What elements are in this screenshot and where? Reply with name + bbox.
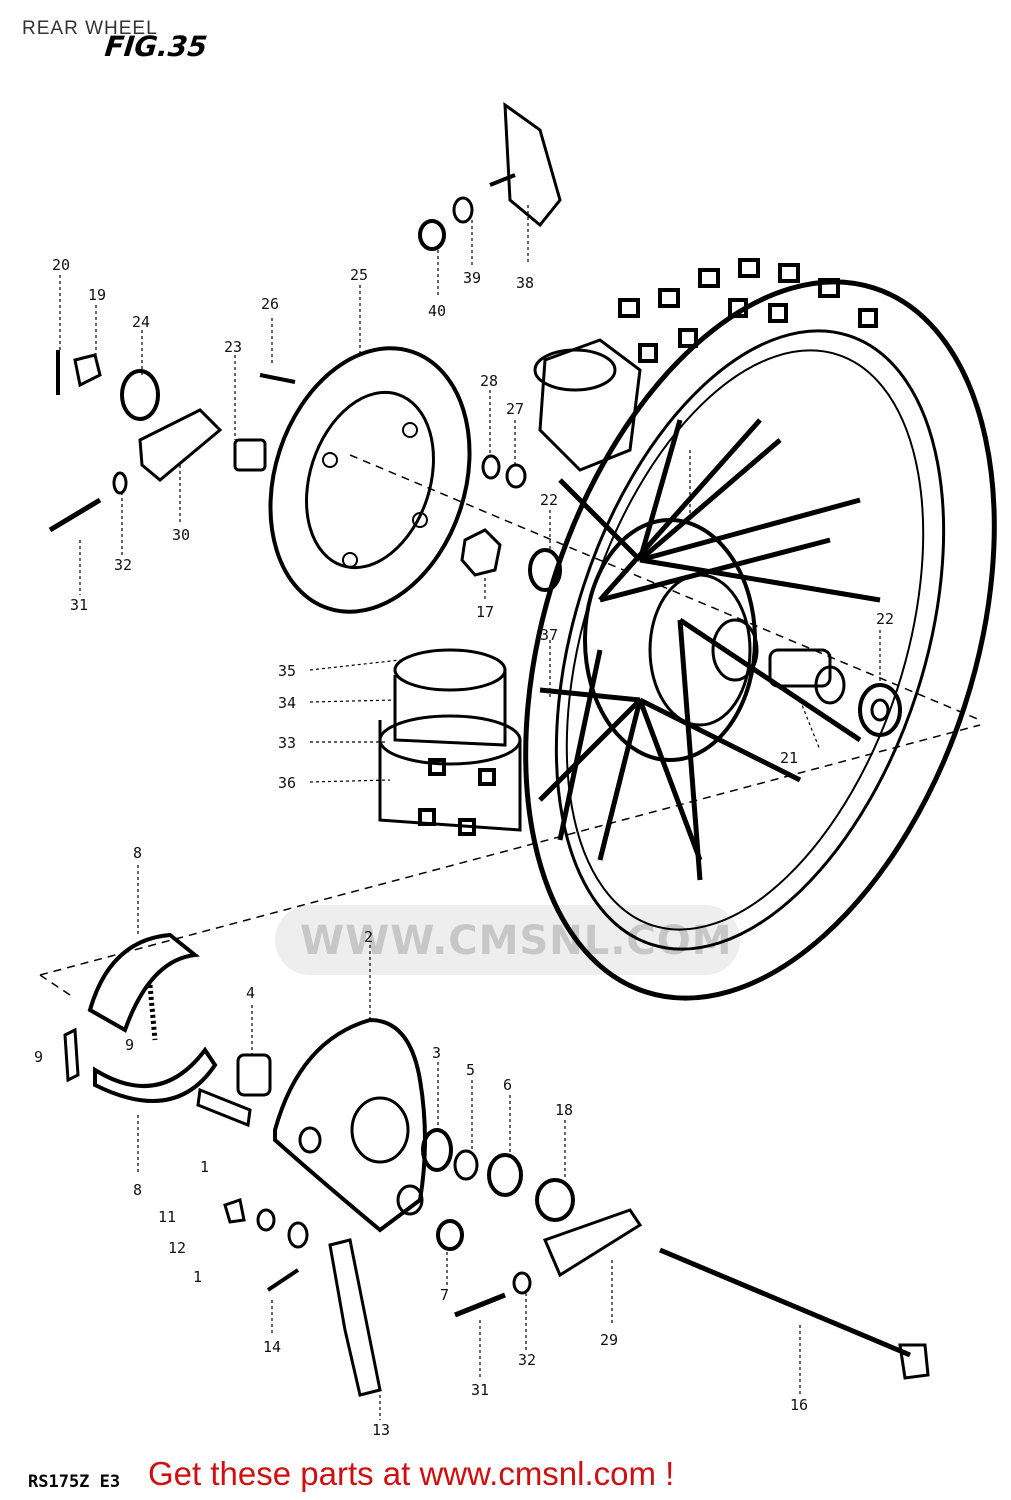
callout-32-top: 32 bbox=[114, 556, 132, 574]
callout-23: 23 bbox=[224, 338, 242, 356]
callout-30: 30 bbox=[172, 526, 190, 544]
callout-14: 14 bbox=[263, 1338, 281, 1356]
axis-lines bbox=[39, 454, 981, 996]
callout-40: 40 bbox=[428, 302, 446, 320]
callout-33: 33 bbox=[278, 734, 296, 752]
bearing-left bbox=[528, 548, 562, 592]
tire bbox=[418, 258, 997, 1001]
callout-16: 16 bbox=[790, 1396, 808, 1414]
model-code: RS175Z E3 bbox=[28, 1472, 121, 1492]
callout-29: 29 bbox=[600, 1331, 618, 1349]
callout-1-bottom: 1 bbox=[193, 1268, 202, 1286]
callout-19: 19 bbox=[88, 286, 106, 304]
callout-34: 34 bbox=[278, 694, 296, 712]
chain-guard bbox=[503, 101, 562, 228]
callout-26: 26 bbox=[261, 295, 279, 313]
leader-lines bbox=[59, 205, 881, 1420]
callout-32-bottom: 32 bbox=[518, 1351, 536, 1369]
callout-22-left: 22 bbox=[540, 491, 558, 509]
callout-35: 35 bbox=[278, 662, 296, 680]
callout-12: 12 bbox=[168, 1239, 186, 1257]
callout-17: 17 bbox=[476, 603, 494, 621]
callout-labels: 20 19 24 23 26 25 28 27 22 17 37 22 21 3… bbox=[34, 256, 894, 1439]
bearing-right bbox=[858, 683, 902, 737]
brake-hardware bbox=[196, 1053, 930, 1397]
callout-28: 28 bbox=[480, 372, 498, 390]
callout-25: 25 bbox=[350, 266, 368, 284]
brake-shoes bbox=[63, 932, 218, 1103]
callout-24: 24 bbox=[132, 313, 150, 331]
callout-6: 6 bbox=[503, 1076, 512, 1094]
callout-7: 7 bbox=[440, 1286, 449, 1304]
callout-20: 20 bbox=[52, 256, 70, 274]
callout-3: 3 bbox=[432, 1044, 441, 1062]
callout-18: 18 bbox=[555, 1101, 573, 1119]
callout-8-top: 8 bbox=[133, 844, 142, 862]
callout-5: 5 bbox=[466, 1061, 475, 1079]
watermark-text: WWW.CMSNL.COM bbox=[300, 918, 733, 964]
watermark-badge bbox=[275, 905, 740, 975]
callout-2: 2 bbox=[364, 928, 373, 946]
callout-31-top: 31 bbox=[70, 596, 88, 614]
section-title: REAR WHEEL bbox=[22, 18, 158, 39]
callout-13: 13 bbox=[372, 1421, 390, 1439]
callout-8-bottom: 8 bbox=[133, 1181, 142, 1199]
callout-11: 11 bbox=[158, 1208, 176, 1226]
sprocket bbox=[268, 346, 472, 614]
callout-21: 21 bbox=[780, 749, 798, 767]
upper-left-hardware bbox=[48, 350, 296, 533]
callout-9-left: 9 bbox=[34, 1048, 43, 1066]
callout-36: 36 bbox=[278, 774, 296, 792]
brake-panel bbox=[273, 1017, 427, 1233]
rim-band bbox=[533, 338, 642, 472]
sprocket-drum bbox=[378, 648, 522, 832]
callout-27: 27 bbox=[506, 400, 524, 418]
parts-link[interactable]: Get these parts at www.cmsnl.com ! bbox=[148, 1455, 675, 1492]
callout-39: 39 bbox=[463, 269, 481, 287]
callout-22-right: 22 bbox=[876, 610, 894, 628]
callout-37: 37 bbox=[540, 626, 558, 644]
callout-4: 4 bbox=[246, 984, 255, 1002]
callout-31-bottom: 31 bbox=[471, 1381, 489, 1399]
callout-38: 38 bbox=[516, 274, 534, 292]
callout-1-top: 1 bbox=[200, 1158, 209, 1176]
hub bbox=[583, 518, 846, 762]
callout-9-mid: 9 bbox=[125, 1036, 134, 1054]
spacer bbox=[460, 528, 502, 577]
